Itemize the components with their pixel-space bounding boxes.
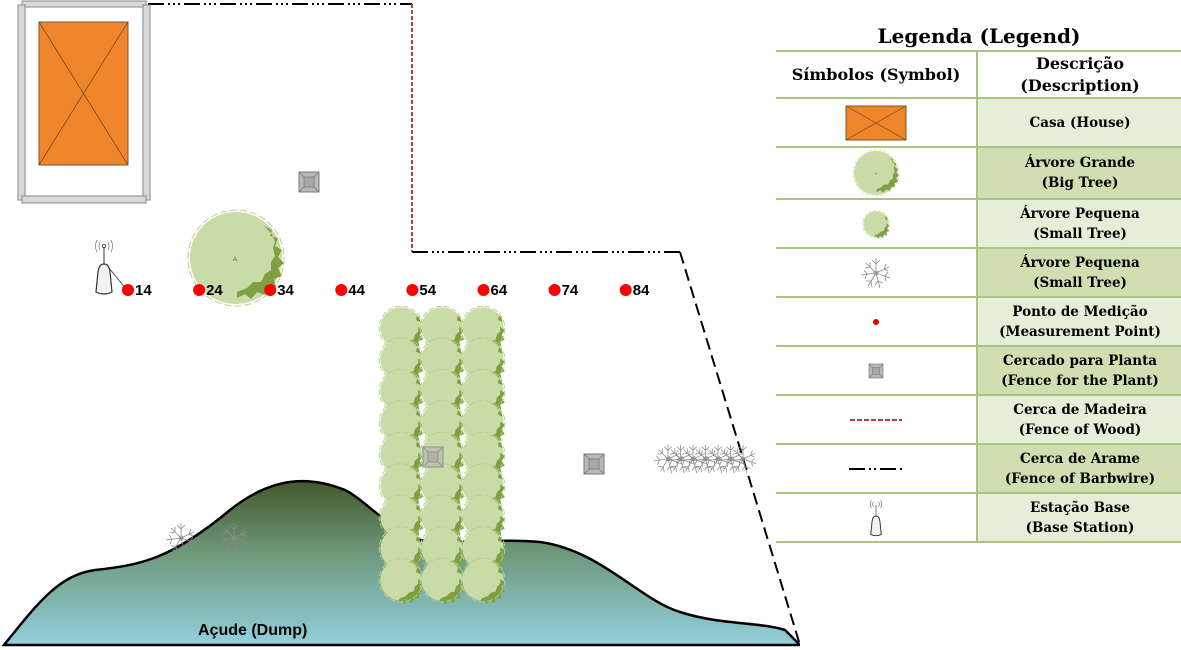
- measurement-point-icon: [873, 318, 879, 325]
- measurement-point-label: 14: [135, 282, 152, 299]
- base-station: [95, 239, 127, 295]
- plant-fence-icon: [868, 363, 884, 378]
- legend-label: Árvore Pequena: [1020, 205, 1140, 222]
- big-tree-icon: [852, 149, 900, 197]
- legend-sublabel: (Big Tree): [1041, 175, 1119, 191]
- plant-fence: [298, 171, 320, 193]
- legend-sublabel: (Fence for the Plant): [1001, 372, 1159, 389]
- legend-label: Cercado para Planta: [1002, 352, 1158, 369]
- legend-header-description-line2: (Description): [1020, 75, 1140, 95]
- barbwire-fence-diagonal: [679, 251, 800, 646]
- legend-label: Árvore Pequena: [1020, 254, 1140, 271]
- measurement-point-label: 74: [562, 282, 579, 299]
- legend-header-description: Descrição (Description): [977, 50, 1181, 99]
- legend-label: Casa (House): [1029, 114, 1131, 131]
- legend-row-bare-small-tree: Árvore Pequena (Small Tree): [776, 247, 1181, 298]
- measurement-point: [619, 284, 632, 296]
- legend-table: Símbolos (Symbol) Descrição (Description…: [776, 50, 1181, 543]
- legend-header-description-line1: Descrição: [1035, 53, 1125, 73]
- legend-header-row: Símbolos (Symbol) Descrição (Description…: [776, 50, 1181, 99]
- plant-fence: [583, 453, 605, 475]
- legend-row-wood-fence: Cerca de Madeira (Fence of Wood): [776, 394, 1181, 445]
- legend-label: Ponto de Medição: [1012, 303, 1148, 320]
- legend-sublabel: (Base Station): [1025, 519, 1135, 536]
- legend-sublabel: (Fence of Barbwire): [1004, 470, 1156, 487]
- dump-label: Açude (Dump): [198, 622, 307, 639]
- legend-row-measurement-point: Ponto de Medição (Measurement Point): [776, 296, 1181, 347]
- legend-sublabel: (Measurement Point): [999, 323, 1161, 340]
- legend-label: Estação Base: [1030, 499, 1130, 516]
- measurement-point: [406, 284, 419, 296]
- legend-row-big-tree: Árvore Grande (Big Tree): [776, 146, 1181, 200]
- legend-row-house: Casa (House): [776, 97, 1181, 148]
- measurement-point-label: 84: [633, 282, 650, 299]
- bare-small-tree-icon: [860, 257, 891, 288]
- legend-title: Legenda (Legend): [877, 24, 1081, 48]
- legend: Legenda (Legend) Símbolos (Symbol) Descr…: [776, 22, 1181, 543]
- measurement-point: [264, 284, 277, 296]
- base-station-icon: [870, 499, 882, 536]
- legend-label: Árvore Grande: [1024, 155, 1136, 171]
- bare-small-tree: [653, 444, 682, 474]
- measurement-point-label: 44: [348, 282, 365, 299]
- barbwire-fence-icon: [849, 467, 904, 470]
- measurement-point-label: 54: [419, 282, 436, 299]
- legend-sublabel: (Small Tree): [1033, 274, 1127, 291]
- wood-fence-icon: [850, 418, 902, 421]
- measurement-point: [548, 284, 561, 296]
- legend-header-symbol: Símbolos (Symbol): [776, 50, 978, 99]
- plant-fence: [422, 446, 444, 468]
- measurement-point-label: 34: [277, 282, 294, 299]
- measurement-point: [477, 284, 490, 296]
- measurement-point: [193, 284, 206, 296]
- measurement-point-label: 64: [491, 282, 508, 299]
- legend-row-base-station: Estação Base (Base Station): [776, 492, 1181, 543]
- legend-label: Cerca de Madeira: [1013, 401, 1147, 418]
- measurement-point: [122, 284, 134, 296]
- legend-sublabel: (Small Tree): [1033, 225, 1127, 242]
- legend-row-barbwire-fence: Cerca de Arame (Fence of Barbwire): [776, 443, 1181, 494]
- legend-sublabel: (Fence of Wood): [1018, 421, 1142, 438]
- measurement-points: 14 24 34 44 54 64 74 84: [122, 282, 650, 299]
- house-icon: [845, 105, 907, 140]
- measurement-point: [335, 284, 348, 296]
- legend-row-small-tree: Árvore Pequena (Small Tree): [776, 198, 1181, 249]
- site-map: A Açude (Dump): [1, 0, 800, 647]
- measurement-point-label: 24: [206, 282, 223, 299]
- legend-row-plant-fence: Cercado para Planta (Fence for the Plant): [776, 345, 1181, 396]
- legend-label: Cerca de Arame: [1019, 450, 1141, 467]
- house: [17, 0, 151, 204]
- small-tree-icon: [862, 209, 890, 239]
